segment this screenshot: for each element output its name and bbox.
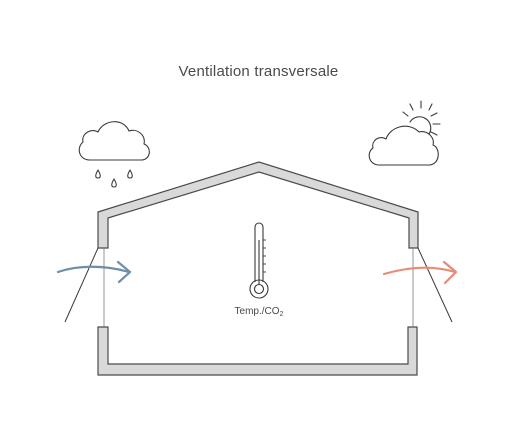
sun-cloud-icon [368,100,441,166]
diagram-title: Ventilation transversale [178,63,339,80]
sensor-label-main: Temp./CO [234,306,280,317]
lower-walls-and-floor [97,326,418,376]
roof-and-upper-walls [97,161,419,249]
thermometer-icon [249,222,269,299]
cloud-rain-icon [78,121,150,188]
sensor-label-subscript: 2 [279,311,284,318]
inflow-arrow [56,260,132,284]
right-window-sash [417,247,453,323]
left-window-sash [64,247,99,323]
outflow-arrow [382,260,458,285]
sensor-label: Temp./CO2 [209,306,309,318]
